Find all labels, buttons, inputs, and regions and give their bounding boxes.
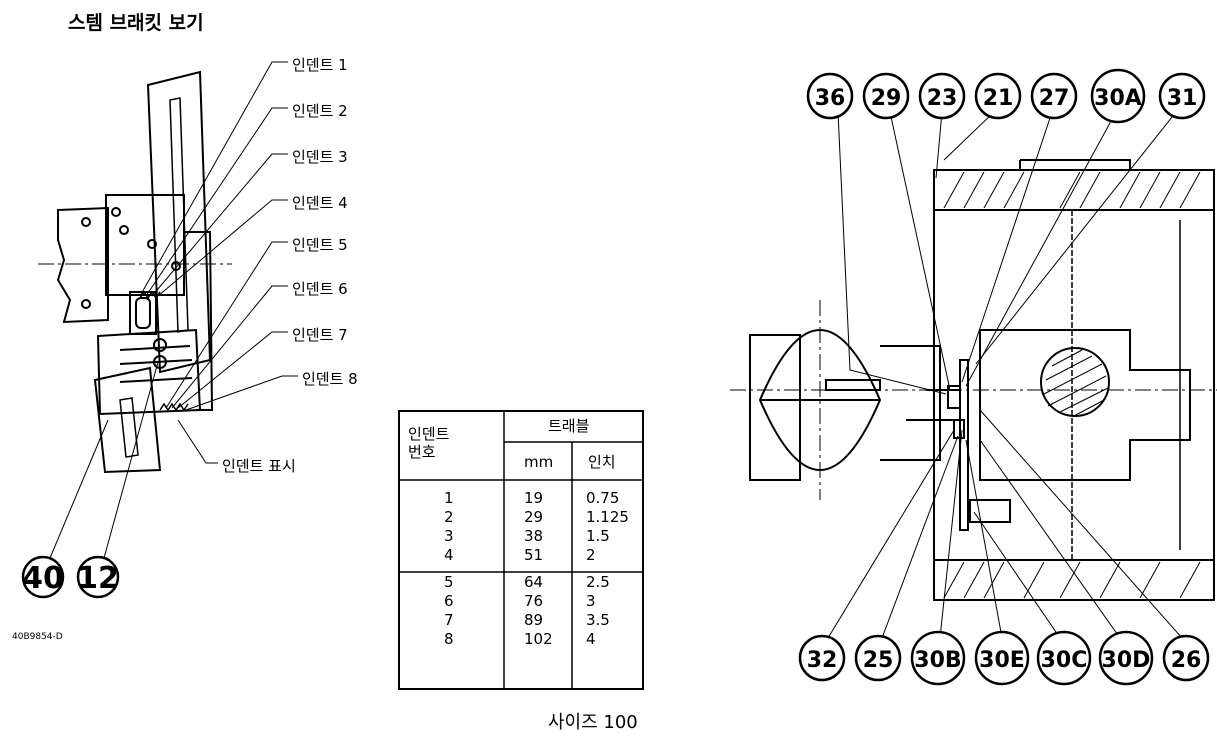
callout-12: 12 [77,561,119,596]
header-inch: 인치 [588,453,616,471]
callout-29: 29 [871,86,902,111]
yoke-left-block [749,334,801,481]
row-1-inch: 0.75 [586,489,620,507]
row-7-no: 7 [444,611,454,629]
bracket-plate [105,194,185,296]
bracket-upper-bar [146,70,212,374]
callout-36: 36 [815,86,846,111]
callout-32: 32 [807,648,838,673]
row-2-inch: 1.125 [586,508,629,526]
callout-30C: 30C [1041,648,1088,673]
indent-mark-label: 인덴트 표시 [222,457,296,475]
actuator-casing [933,169,1215,601]
row-5-mm: 64 [524,573,544,591]
row-1-mm: 19 [524,489,544,507]
travel-table: 인덴트 번호 트래블 mm 인치 1 19 0.75 2 29 1.125 3 … [398,410,644,690]
header-travel: 트래블 [548,417,590,435]
callout-31: 31 [1167,86,1198,111]
callout-40: 40 [22,561,64,596]
callout-30D: 30D [1102,648,1151,673]
callout-30E: 30E [979,648,1025,673]
row-8-mm: 102 [524,630,553,648]
row-2-no: 2 [444,508,454,526]
indent-label-2: 인덴트 2 [292,102,348,120]
row-1-no: 1 [444,489,454,507]
row-3-no: 3 [444,527,454,545]
row-7-mm: 89 [524,611,544,629]
page-title: 스템 브래킷 보기 [68,12,204,34]
callout-12-circle [76,555,120,599]
top-callouts: 36 29 23 21 27 30A 31 [806,68,1206,124]
stem-bracket-drawing: 40 12 [21,61,298,599]
row-8-inch: 4 [586,630,596,648]
callout-25: 25 [863,648,894,673]
indent-label-8: 인덴트 8 [302,370,358,388]
row-6-no: 6 [444,592,454,610]
shaft-section [1040,347,1110,417]
callout-27: 27 [1039,86,1070,111]
callout-23: 23 [927,86,958,111]
row-4-no: 4 [444,546,454,564]
row-7-inch: 3.5 [586,611,610,629]
row-4-inch: 2 [586,546,596,564]
lever-block [979,329,1191,481]
mounting-plate [96,328,202,416]
row-3-mm: 38 [524,527,544,545]
callout-12-group: 12 [76,555,120,599]
row-8-no: 8 [444,630,454,648]
indent-label-4: 인덴트 4 [292,194,348,212]
header-indent-line1: 인덴트 [408,425,450,443]
callout-40-group: 40 [21,555,65,599]
drawing-id: 40B9854-D [12,632,63,642]
row-6-mm: 76 [524,592,544,610]
header-mm: mm [524,453,554,471]
row-3-inch: 1.5 [586,527,610,545]
table-grid [400,412,642,688]
callout-21: 21 [983,86,1014,111]
bottom-callouts: 32 25 30B 30E 30C 30D 26 [798,630,1210,686]
row-5-inch: 2.5 [586,573,610,591]
stem-body [56,206,109,324]
callout-30B: 30B [914,648,961,673]
indent-label-5: 인덴트 5 [292,236,348,254]
callout-26: 26 [1171,648,1202,673]
indent-label-3: 인덴트 3 [292,148,348,166]
row-2-mm: 29 [524,508,544,526]
header-indent-line2: 번호 [408,443,436,461]
callout-40-circle [21,555,65,599]
indent-label-6: 인덴트 6 [292,280,348,298]
indent-label-1: 인덴트 1 [292,56,348,74]
actuator-assembly-drawing: 36 29 23 21 27 30A 31 32 25 30B 30E 30C … [730,68,1217,686]
row-6-inch: 3 [586,592,596,610]
row-5-no: 5 [444,573,454,591]
figure-caption: 사이즈 100 [548,712,638,733]
indent-label-7: 인덴트 7 [292,326,348,344]
row-4-mm: 51 [524,546,544,564]
bracket-lower-bar [93,366,162,474]
callout-30A: 30A [1094,86,1142,111]
